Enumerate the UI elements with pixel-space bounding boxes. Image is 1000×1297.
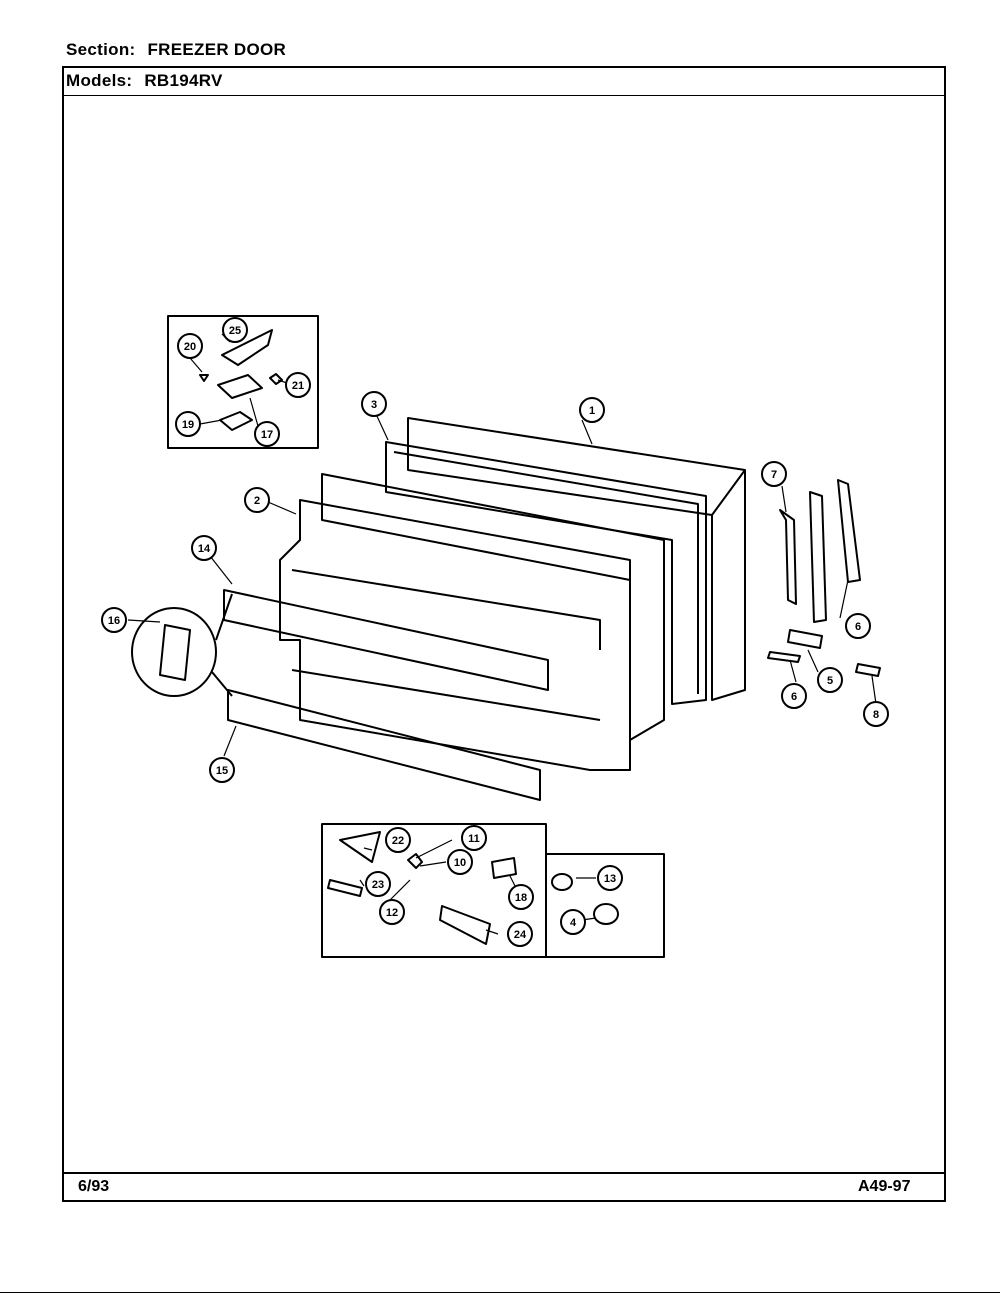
callout-25-label: 25 [229,325,241,337]
models-value: RB194RV [144,71,223,90]
callout-19 [175,411,201,437]
footer-code: A49-97 [858,1178,911,1195]
part-17-drawing [217,374,263,399]
door-liner-body [279,499,631,771]
callout-24 [507,921,533,947]
part-7-drawing [779,509,797,605]
footer-date: 6/93 [78,1178,110,1195]
callout-14-label: 14 [198,543,211,555]
callout-21-label: 21 [292,380,304,392]
callout-13-label: 13 [604,873,616,885]
callout-16 [101,607,127,633]
callout-3-label: 3 [371,399,377,411]
part-18-drawing [491,857,517,879]
part-10-drawing [407,853,423,869]
callout-1 [579,397,605,423]
models-label: Models: [66,71,133,90]
callout-15-label: 15 [216,765,228,777]
callout-24-label: 24 [514,929,527,941]
part-13-drawing [551,873,573,891]
callout-4-label: 4 [570,917,577,929]
door-shelf-bar-bottom [227,689,541,801]
part-4-drawing [593,903,619,925]
callout-15 [209,757,235,783]
callout-18 [508,884,534,910]
part-19-drawing [219,411,253,431]
part-5-hinge-plate [787,629,823,649]
outer-door-panel [407,417,746,701]
callout-6a [845,613,871,639]
inset-box-knob-parts [545,853,665,958]
door-gasket [385,441,707,705]
section-label: Section: [66,40,136,59]
callout-17-label: 17 [261,429,273,441]
footer-divider [62,1172,946,1174]
callout-8-label: 8 [873,709,879,721]
models-heading: Models: RB194RV [66,71,223,91]
callout-1-label: 1 [589,405,595,417]
part-21-drawing [269,373,283,385]
section-value: FREEZER DOOR [147,40,287,59]
callout-23-label: 23 [372,879,384,891]
part-24-drawing [439,905,491,945]
callout-2 [244,487,270,513]
callout-22 [385,827,411,853]
callout-10-label: 10 [454,857,466,869]
part-8-drawing [855,663,881,677]
callout-25 [222,317,248,343]
callout-8 [863,701,889,727]
detail-circle [131,607,217,697]
part-5-arm [809,491,827,623]
part-25-drawing [221,329,273,366]
callout-10 [447,849,473,875]
callout-12-label: 12 [386,907,398,919]
callout-22-label: 22 [392,835,404,847]
callout-23 [365,871,391,897]
callout-5 [817,667,843,693]
callout-7-label: 7 [771,469,777,481]
callout-7 [761,461,787,487]
door-shelf-bar-top [223,589,549,691]
page-bottom-rule [0,1292,1000,1293]
part-6b-drawing [767,651,801,663]
callout-4 [560,909,586,935]
callout-19-label: 19 [182,419,194,431]
callout-21 [285,372,311,398]
callout-20-label: 20 [184,341,196,353]
callout-2-label: 2 [254,495,260,507]
callout-3 [361,391,387,417]
callout-17 [254,421,280,447]
callout-13 [597,865,623,891]
callout-11 [461,825,487,851]
callout-16-label: 16 [108,615,120,627]
part-23-drawing [327,879,363,897]
part-22-drawing [339,831,381,863]
inset-box-hinge-parts [167,315,319,449]
callout-12 [379,899,405,925]
callout-14 [191,535,217,561]
callout-6a-label: 6 [855,621,861,633]
part-20-screw [199,374,209,382]
part-6-drawing [837,479,861,583]
header-divider [62,95,946,96]
callout-5-label: 5 [827,675,833,687]
section-heading: Section: FREEZER DOOR [66,40,286,60]
diagram-frame [62,66,946,1202]
callout-20 [177,333,203,359]
callout-6b [781,683,807,709]
callout-18-label: 18 [515,892,527,904]
callout-11-label: 11 [468,833,480,845]
callout-6b-label: 6 [791,691,797,703]
